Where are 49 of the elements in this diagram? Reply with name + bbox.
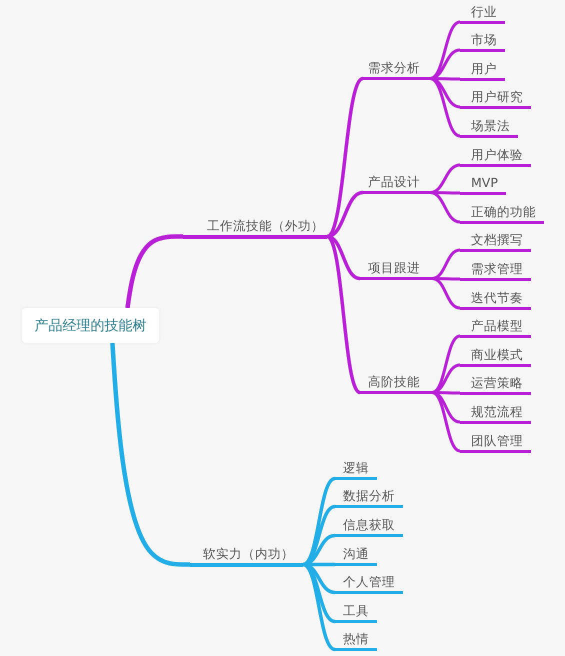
central-topic: 产品经理的技能树 xyxy=(22,308,159,343)
branch-line xyxy=(326,234,360,280)
leaf-topic: 正确的功能 xyxy=(460,204,544,224)
leaf-topic: 市场 xyxy=(460,32,505,52)
branch-line xyxy=(110,342,190,567)
subtopic: 高阶技能 xyxy=(360,374,432,394)
leaf-topic: 用户体验 xyxy=(460,146,531,166)
leaf-topic: 迭代节奏 xyxy=(460,290,531,310)
leaf-topic: 个人管理 xyxy=(335,574,403,594)
branch-line xyxy=(432,364,460,394)
main-topic: 工作流技能（外功） xyxy=(183,218,327,239)
subtopic: 产品设计 xyxy=(363,174,430,194)
branch-line xyxy=(430,77,460,108)
leaf-topic: 信息获取 xyxy=(335,517,403,538)
branch-line xyxy=(326,235,362,394)
main-topic: 软实力（内功） xyxy=(190,546,303,567)
leaf-topic: 热情 xyxy=(335,631,377,652)
branch-line xyxy=(432,248,460,280)
subtopic: 需求分析 xyxy=(363,60,430,80)
leaf-topic: 逻辑 xyxy=(335,460,377,480)
leaf-topic: 用户 xyxy=(460,60,505,80)
leaf-topic: 规范流程 xyxy=(460,404,531,424)
branch-line xyxy=(125,234,183,308)
branch-line xyxy=(430,164,460,194)
leaf-topic: 数据分析 xyxy=(335,488,403,508)
leaf-topic: 商业模式 xyxy=(460,346,531,366)
branch-line xyxy=(430,77,460,138)
leaf-topic: 工具 xyxy=(335,603,377,624)
leaf-topic: 团队管理 xyxy=(460,432,531,452)
leaf-topic: 用户研究 xyxy=(460,88,531,108)
branch-line xyxy=(430,48,460,80)
leaf-topic: 场景法 xyxy=(460,118,518,138)
branch-line xyxy=(432,277,460,280)
branch-line xyxy=(430,191,460,224)
subtopic: 项目跟进 xyxy=(360,260,432,280)
branch-line xyxy=(432,277,460,310)
leaf-topic: 行业 xyxy=(460,4,505,24)
branch-line xyxy=(432,334,460,394)
leaf-topic: 沟通 xyxy=(335,546,377,566)
branch-line xyxy=(326,190,364,238)
leaf-topic: 运营策略 xyxy=(460,374,531,394)
leaf-topic: 产品模型 xyxy=(460,318,531,338)
leaf-topic: 需求管理 xyxy=(460,260,531,280)
leaf-topic: MVP xyxy=(460,174,506,194)
branch-line xyxy=(430,191,460,194)
leaf-topic: 文档撰写 xyxy=(460,232,531,252)
branch-line xyxy=(430,20,460,80)
branch-line xyxy=(432,391,460,452)
branch-line xyxy=(432,391,460,424)
